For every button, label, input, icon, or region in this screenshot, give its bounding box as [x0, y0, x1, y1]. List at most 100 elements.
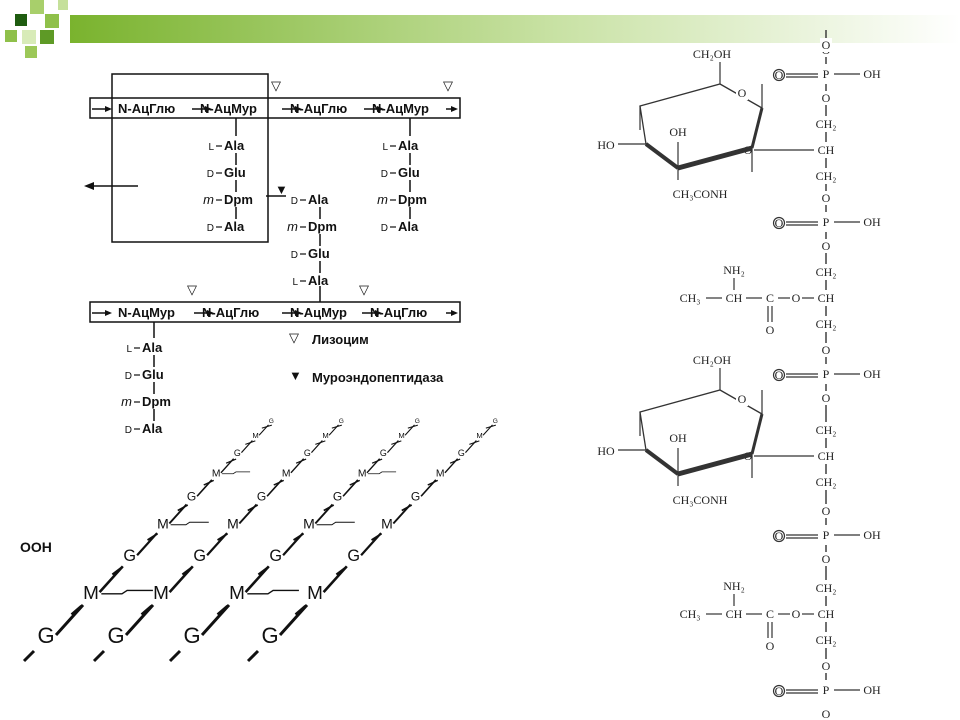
- legend-lysozyme-label: Лизоцим: [312, 332, 369, 347]
- chain-arrowhead: [451, 106, 458, 112]
- lattice-bond: [293, 532, 305, 541]
- lattice-bond: [449, 458, 461, 464]
- stereo-prefix: m: [287, 219, 298, 234]
- mask: [814, 580, 838, 596]
- mask: [820, 552, 832, 566]
- glycan-residue: N-АцГлю: [370, 305, 427, 320]
- oxygen: O: [775, 68, 784, 82]
- oxygen-ring: [772, 68, 786, 82]
- hydroxyl: OH: [863, 528, 881, 542]
- lattice-crosslink: [170, 521, 209, 526]
- lattice-crosslink: [247, 589, 299, 595]
- mask: [820, 707, 832, 720]
- lysozyme-site-marker: ▽: [443, 78, 453, 93]
- lattice-m-unit: M: [476, 431, 482, 440]
- lattice-bond: [335, 566, 348, 576]
- glycerol-carbon: CH₂: [816, 581, 837, 595]
- mask: [814, 474, 838, 490]
- stereo-prefix: m: [121, 394, 132, 409]
- mask: [820, 525, 832, 545]
- mask: [736, 86, 748, 100]
- phosphorus: P: [823, 215, 830, 229]
- lattice-bond: [245, 440, 256, 445]
- lattice-m-unit: M: [303, 516, 315, 532]
- glycan-chain-bottom: [89, 301, 461, 323]
- lattice-bond: [22, 649, 36, 663]
- glycan-residue: N-АцГлю: [290, 101, 347, 116]
- mask: [736, 392, 748, 406]
- lattice-m-unit: M: [212, 469, 221, 480]
- chain-arrowhead: [205, 106, 212, 112]
- mask: [814, 142, 838, 158]
- lattice-g-unit: G: [333, 490, 342, 504]
- ring-oxygen: O: [738, 392, 747, 406]
- mask: [814, 448, 838, 464]
- lattice-crosslink: [316, 521, 355, 526]
- lattice-bond: [181, 566, 194, 576]
- lattice-m-unit: M: [307, 583, 323, 604]
- lattice-m-unit: M: [282, 469, 291, 480]
- lattice-bond: [225, 458, 237, 464]
- glycan-residue: N-АцМур: [200, 101, 257, 116]
- lattice-g-unit: G: [493, 418, 498, 425]
- header-bar: [70, 15, 960, 43]
- arrowhead: [84, 182, 94, 190]
- stereo-prefix: m: [203, 192, 214, 207]
- stereo-prefix: L: [382, 142, 388, 153]
- hydroxyl: OH: [863, 367, 881, 381]
- lattice-m-unit: M: [153, 583, 169, 604]
- glycerol-carbon: CH₂: [816, 475, 837, 489]
- phosphorus: P: [823, 67, 830, 81]
- lattice-m-unit: M: [358, 469, 367, 480]
- hydroxyl: HO: [597, 444, 615, 458]
- ring-bold-edge: [644, 448, 680, 476]
- methyl: CH₃: [680, 291, 701, 305]
- lattice-fragment-label: OOH: [20, 539, 52, 555]
- lattice-bond: [177, 504, 189, 512]
- bridging-oxygen: O: [822, 343, 831, 357]
- lattice-g-unit: G: [269, 547, 282, 565]
- mask: [820, 504, 832, 518]
- amino-acid: Ala: [398, 138, 419, 153]
- lattice-bond: [294, 604, 307, 616]
- chain-arrowhead: [375, 310, 382, 316]
- oxygen-ring: [772, 684, 786, 698]
- mask: [814, 116, 838, 132]
- stereo-prefix: L: [292, 277, 298, 288]
- lattice-m-unit: M: [229, 583, 245, 604]
- bridging-oxygen: O: [822, 659, 831, 673]
- lattice-m-unit: M: [398, 431, 404, 440]
- glycerol-carbon: CH₂: [816, 117, 837, 131]
- lattice-m-unit: M: [227, 516, 239, 532]
- lattice-g-unit: G: [187, 490, 196, 504]
- header-square: [25, 46, 37, 58]
- lattice-g-unit: G: [193, 547, 206, 565]
- lattice-g-unit: G: [380, 448, 387, 458]
- header-square: [58, 0, 68, 10]
- lattice-bond: [315, 440, 326, 445]
- stereo-prefix: L: [208, 142, 214, 153]
- glycerol-carbon: CH: [818, 143, 835, 157]
- lattice-bond: [261, 424, 273, 429]
- lysozyme-site-marker: ▽: [187, 282, 197, 297]
- lattice-g-unit: G: [415, 418, 420, 425]
- lattice-g-unit: G: [458, 448, 465, 458]
- legend-endopeptidase-label: Муроэндопептидаза: [312, 370, 444, 385]
- lysozyme-site-marker: ▽: [359, 282, 369, 297]
- bridging-oxygen: O: [822, 391, 831, 405]
- mask: [814, 264, 838, 280]
- stereo-prefix: m: [377, 192, 388, 207]
- lattice-crosslink: [221, 471, 251, 475]
- glycan-residue: N-АцМур: [372, 101, 429, 116]
- hydroxyl: OH: [863, 67, 881, 81]
- lattice-m-unit: M: [322, 431, 328, 440]
- lattice-g-unit: G: [411, 490, 420, 504]
- bridging-oxygen: O: [822, 707, 831, 720]
- bridging-oxygen: O: [822, 191, 831, 205]
- glycerol-carbon: CH₂: [816, 169, 837, 183]
- chain-arrowhead: [105, 106, 112, 112]
- hydroxyl: OH: [863, 215, 881, 229]
- phosphorus: P: [823, 528, 830, 542]
- oxygen: O: [775, 529, 784, 543]
